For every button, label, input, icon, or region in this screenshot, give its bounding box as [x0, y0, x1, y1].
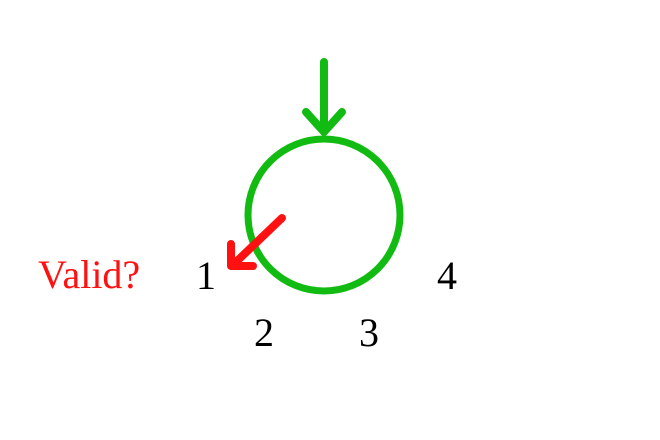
position-label-4: 4: [437, 253, 457, 298]
position-label-3: 3: [359, 310, 379, 355]
position-label-2: 2: [254, 310, 274, 355]
entry-arrow-icon: [302, 58, 346, 136]
position-label-1: 1: [196, 253, 216, 298]
valid-question-label: Valid?: [38, 252, 140, 297]
path-circle: [244, 135, 404, 295]
exit-arrow-icon: [227, 214, 286, 270]
